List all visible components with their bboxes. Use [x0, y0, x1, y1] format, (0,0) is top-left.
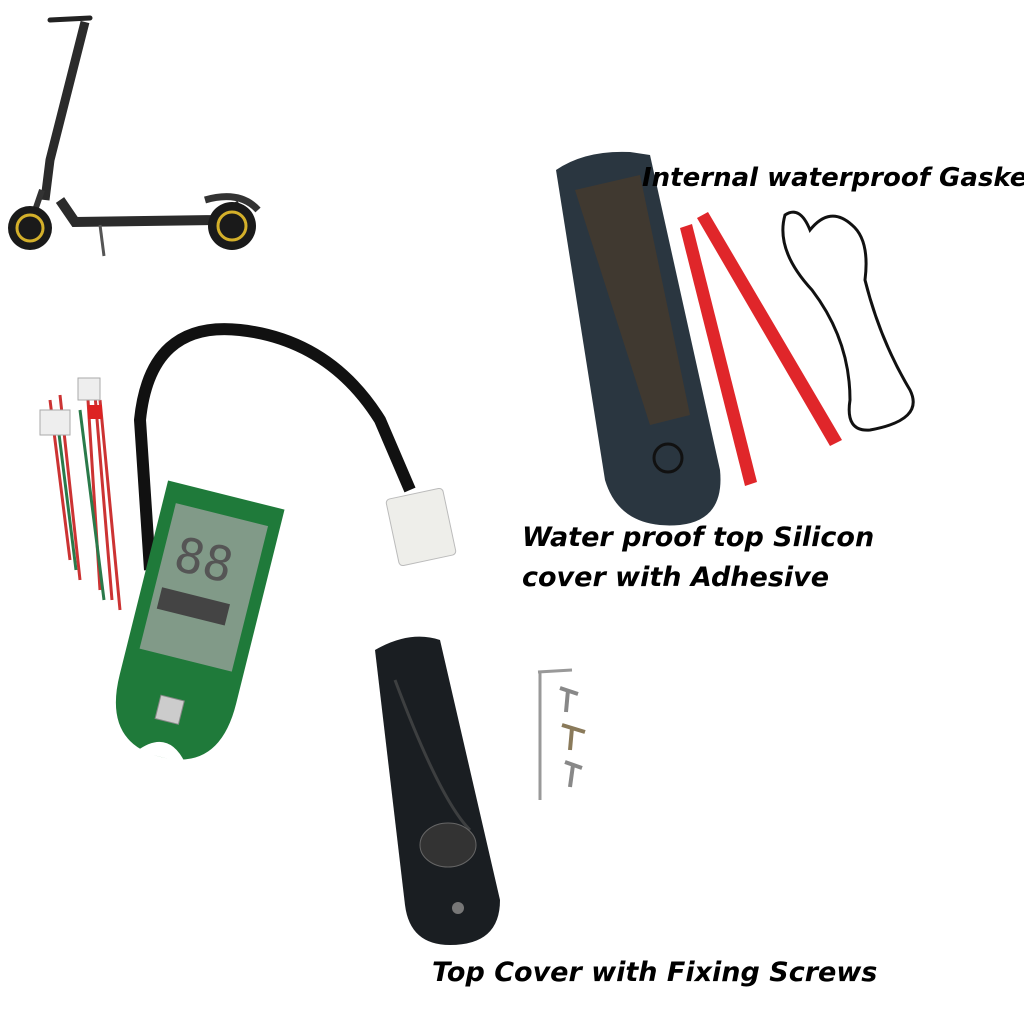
top-cover-label: Top Cover with Fixing Screws: [432, 957, 878, 988]
power-icon: [652, 442, 684, 474]
connector-plug: [385, 487, 457, 567]
silicon-cover-image: [556, 151, 721, 526]
dashboard-pcb: 88: [116, 480, 285, 764]
fixing-screws: [537, 668, 586, 800]
gasket-image: [781, 210, 915, 432]
adhesive-strips: [680, 212, 842, 486]
svg-text:88: 88: [169, 526, 239, 594]
silicon-cover-label-line1: Water proof top Silicon: [522, 522, 875, 553]
silicon-cover-label-line2: cover with Adhesive: [522, 562, 830, 593]
gasket-label: Internal waterproof Gasket: [642, 163, 1024, 193]
scooter-image: [8, 15, 261, 257]
top-cover-image: [375, 636, 500, 945]
display-cable: [39, 323, 457, 611]
